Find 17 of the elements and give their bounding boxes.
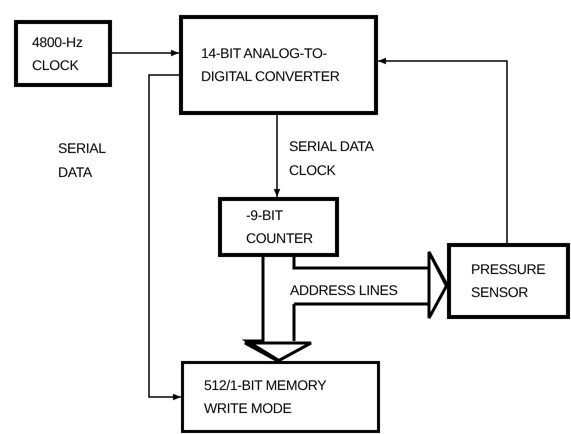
edge-label: SERIAL DATA	[58, 139, 106, 182]
block-box	[181, 361, 380, 433]
block-label: 512/1-BIT MEMORY WRITE MODE	[204, 376, 328, 418]
block-label: -9-BIT COUNTER	[246, 206, 314, 248]
block-box	[447, 243, 570, 319]
arrow	[378, 58, 508, 243]
block-label: 4800-Hz CLOCK	[32, 32, 84, 74]
block-box	[218, 197, 339, 257]
block-label: 14-BIT ANALOG-TO-DIGITAL CONVERTER	[201, 44, 340, 86]
block-label: PRESSURE SENSOR	[471, 260, 546, 302]
block-box	[14, 20, 112, 87]
arrow	[148, 74, 181, 400]
edge-label: ADDRESS LINES	[290, 281, 398, 300]
edge-label: SERIAL DATA CLOCK	[289, 137, 374, 180]
arrow	[274, 115, 280, 197]
block-box	[179, 15, 378, 115]
arrow	[112, 50, 179, 56]
